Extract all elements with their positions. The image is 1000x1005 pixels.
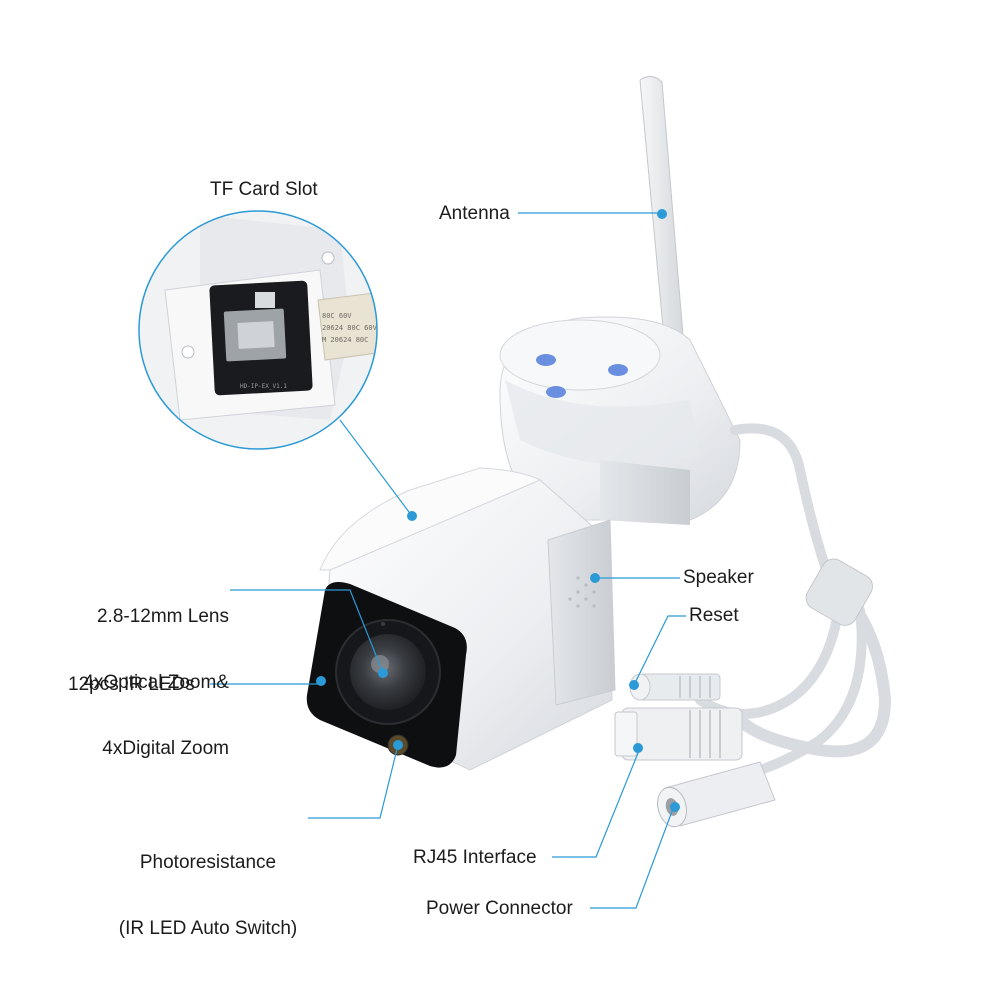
pan-tilt-head — [499, 316, 741, 525]
label-lens-line1: 2.8-12mm Lens — [96, 606, 229, 627]
ribbon-text: 80C 60V — [322, 312, 352, 320]
tf-card-inset: 80C 60V 20624 80C 60V M 20624 80C HD-IP-… — [138, 210, 378, 450]
dot-speaker — [590, 573, 600, 583]
leader-lens — [230, 589, 384, 674]
board-label: HD-IP-EX_V1.1 — [240, 383, 287, 390]
leader-reset — [633, 615, 686, 686]
leader-power — [590, 805, 675, 909]
label-reset: Reset — [689, 605, 739, 626]
label-photoresistance: Photoresistance (IR LED Auto Switch) — [100, 808, 316, 962]
label-lens: 2.8-12mm Lens 4xOptical Zoom& 4xDigital … — [40, 562, 229, 782]
dot-antenna — [657, 209, 667, 219]
label-power: Power Connector — [426, 898, 573, 919]
ribbon-text: 20624 80C 60V — [322, 324, 378, 332]
leader-tf-card — [339, 419, 413, 517]
speaker-grille — [568, 576, 596, 608]
mounting-screw — [608, 364, 628, 376]
label-lens-line3: 4xDigital Zoom — [102, 738, 229, 759]
rj45-connector — [614, 707, 743, 761]
label-ir-leds: 12pcs IR LEDs — [68, 674, 195, 695]
dot-photoresistance — [393, 740, 403, 750]
power-connector — [657, 761, 776, 828]
dot-rj45 — [633, 743, 643, 753]
label-antenna: Antenna — [439, 203, 510, 224]
ribbon-text: M 20624 80C — [322, 336, 368, 344]
speaker-panel — [547, 519, 616, 706]
callout-dots — [316, 209, 680, 812]
reset-button — [255, 292, 275, 308]
label-speaker: Speaker — [683, 567, 754, 588]
leader-lines — [210, 212, 686, 909]
label-rj45: RJ45 Interface — [413, 847, 537, 868]
dot-tf-card — [407, 511, 417, 521]
reset-connector — [629, 673, 721, 701]
mounting-screw — [546, 386, 566, 398]
leader-photoresistance — [308, 744, 399, 819]
dot-ir-leds — [316, 676, 326, 686]
label-photoresistance-line1: Photoresistance — [139, 852, 277, 873]
leader-rj45 — [552, 747, 641, 858]
dot-lens — [378, 668, 388, 678]
label-photoresistance-line2: (IR LED Auto Switch) — [118, 918, 298, 939]
dot-power — [670, 802, 680, 812]
label-lens-line2: 4xOptical Zoom& — [83, 672, 229, 693]
dot-reset — [629, 680, 639, 690]
label-tf-card-slot: TF Card Slot — [210, 179, 318, 200]
mounting-screw — [536, 354, 556, 366]
